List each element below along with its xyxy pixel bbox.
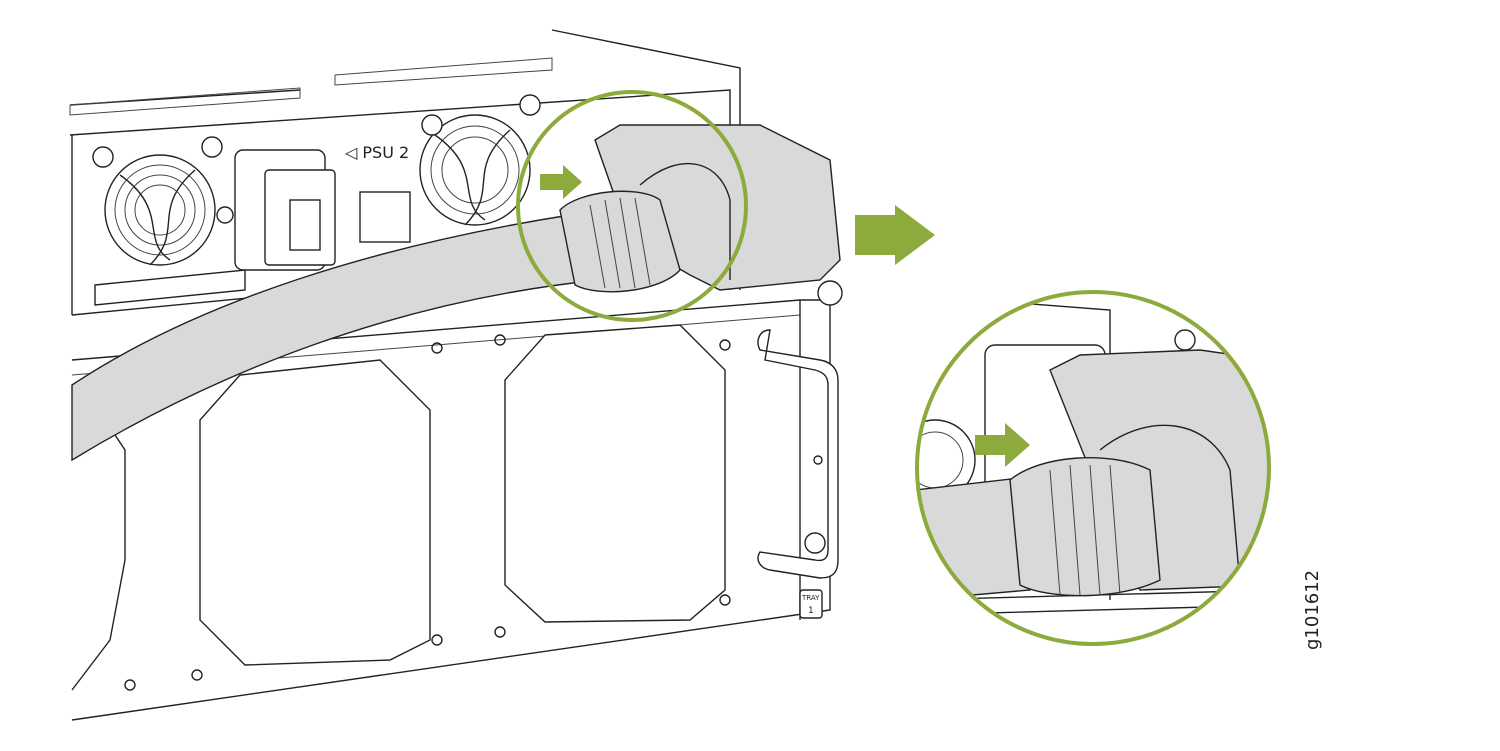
zoom-detail-circle — [915, 290, 1271, 646]
detail-highlight-circle — [516, 90, 748, 322]
psu-2-fan — [419, 94, 541, 226]
figure-id: g101612 — [1302, 570, 1323, 650]
tray-label: TRAY — [801, 594, 820, 602]
zoomed-insert-arrow-icon — [975, 423, 1030, 467]
zoomed-detail — [917, 292, 1269, 644]
fan-tray: TRAY 1 — [71, 280, 843, 691]
zoom-arrow-icon — [855, 205, 935, 265]
psu-1-power-inlet — [234, 149, 336, 271]
fan-tray-handle — [757, 329, 839, 579]
captive-screw — [817, 280, 843, 306]
psu-1-fan — [92, 136, 246, 306]
power-cord — [71, 124, 841, 462]
tray-label-box — [799, 589, 823, 619]
tray-number: 1 — [808, 606, 814, 616]
psu-2-label: ◁ PSU 2 — [344, 143, 409, 162]
psu-latch[interactable] — [359, 191, 411, 243]
insert-arrow-icon — [540, 165, 582, 199]
